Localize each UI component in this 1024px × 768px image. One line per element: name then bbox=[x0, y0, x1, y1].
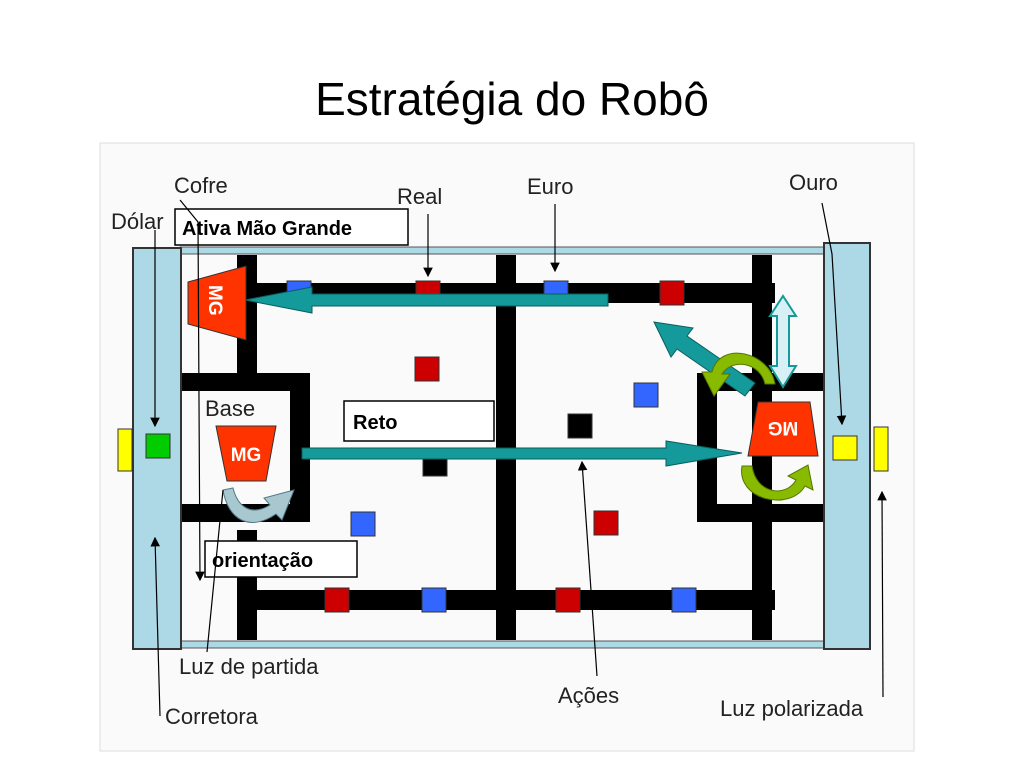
callout-reto: Reto bbox=[353, 412, 397, 434]
up-down-arrow bbox=[768, 294, 798, 389]
callout-ativa-box bbox=[174, 208, 409, 246]
label-luz-partida: Luz de partida bbox=[179, 654, 319, 679]
robot-mg-base: MG bbox=[215, 425, 277, 482]
start-light bbox=[117, 428, 133, 472]
top-rail bbox=[179, 246, 827, 255]
bottom-rail bbox=[179, 640, 827, 649]
turn-arrow-bottom bbox=[741, 464, 814, 501]
robot-label: MG bbox=[204, 285, 225, 316]
token-red bbox=[659, 280, 685, 306]
path-arrow-top bbox=[244, 286, 609, 314]
label-cofre: Cofre bbox=[174, 173, 228, 198]
turn-arrow-top bbox=[701, 352, 776, 397]
path-arrow-straight bbox=[301, 440, 743, 467]
label-dolar: Dólar bbox=[111, 209, 164, 234]
dolar-token bbox=[145, 433, 171, 459]
token-blue bbox=[633, 382, 659, 408]
robot-label: MG bbox=[231, 445, 262, 466]
token-red bbox=[324, 587, 350, 613]
token-blue bbox=[671, 587, 697, 613]
polarized-light bbox=[873, 426, 889, 472]
label-ouro: Ouro bbox=[789, 170, 838, 195]
callout-orientacao-box bbox=[204, 540, 358, 578]
callout-reto-box bbox=[343, 400, 495, 442]
robot-mg-top: MG bbox=[187, 265, 247, 341]
label-base: Base bbox=[205, 396, 255, 421]
token-black bbox=[567, 413, 593, 439]
leader-lines bbox=[150, 199, 887, 717]
callout-orientacao: orientação bbox=[212, 550, 313, 572]
token-blue bbox=[350, 511, 376, 537]
token-blue bbox=[421, 587, 447, 613]
label-acoes: Ações bbox=[558, 683, 619, 708]
token-red bbox=[593, 510, 619, 536]
token-red bbox=[555, 587, 581, 613]
orientation-arrow bbox=[222, 487, 295, 523]
robot-label: MG bbox=[768, 417, 799, 438]
path-arrow-diagonal bbox=[653, 321, 756, 397]
ouro-token bbox=[832, 435, 858, 461]
token-red bbox=[414, 356, 440, 382]
slide-title: Estratégia do Robô bbox=[315, 73, 709, 125]
label-luz-polarizada: Luz polarizada bbox=[720, 696, 864, 721]
callout-ativa: Ativa Mão Grande bbox=[182, 218, 352, 240]
robot-mg-right: MG bbox=[747, 401, 819, 457]
label-corretora: Corretora bbox=[165, 704, 259, 729]
label-euro: Euro bbox=[527, 174, 573, 199]
label-real: Real bbox=[397, 184, 442, 209]
